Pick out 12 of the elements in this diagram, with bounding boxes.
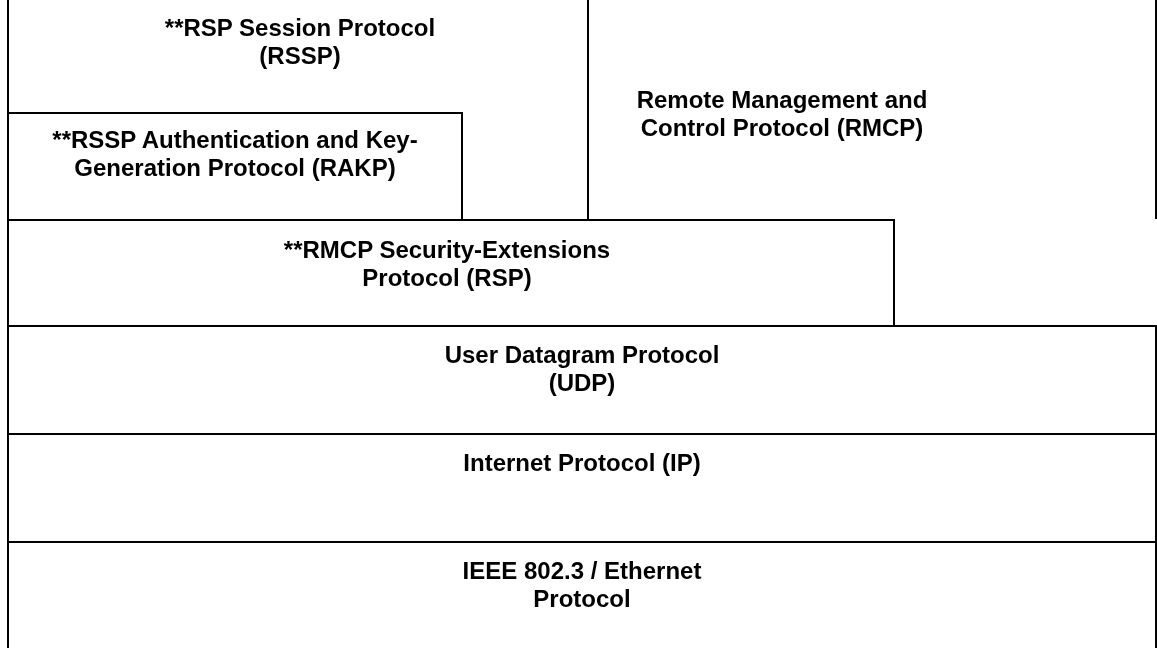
protocol-layer-box [7, 325, 1157, 435]
layer-label: User Datagram Protocol (UDP) [443, 341, 721, 397]
protocol-layer-box [7, 433, 1157, 543]
protocol-layer-box [7, 112, 463, 221]
layer-label: **RMCP Security-Extensions Protocol (RSP) [282, 236, 612, 292]
layer-label: IEEE 802.3 / Ethernet Protocol [461, 557, 703, 613]
protocol-layer-box [7, 219, 895, 327]
layer-label: Remote Management and Control Protocol (RMCP) [635, 86, 929, 142]
layer-label: **RSSP Authentication and Key-Generation Protocol (RAKP) [51, 126, 419, 182]
layer-label: **RSP Session Protocol (RSSP) [163, 14, 437, 70]
protocol-layer-box [7, 541, 1157, 648]
layer-label: Internet Protocol (IP) [462, 449, 702, 477]
